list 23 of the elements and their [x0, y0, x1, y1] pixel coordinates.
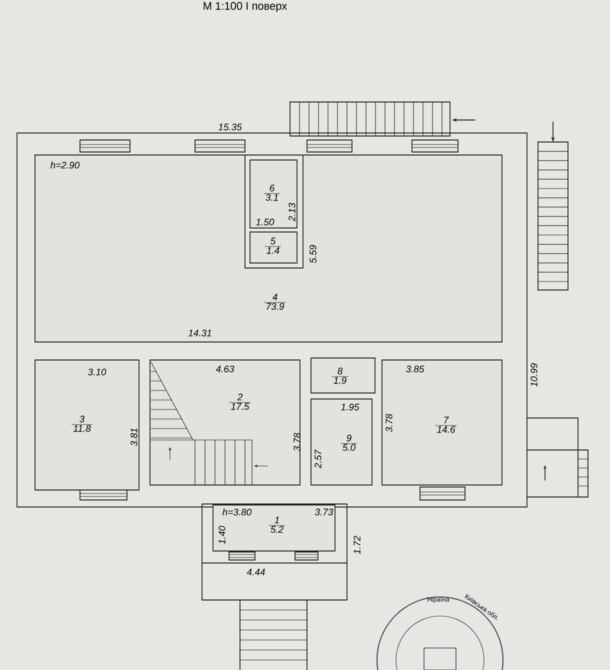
dimension-label: 1.50 [256, 218, 274, 226]
room: 5 1.4 [250, 232, 298, 264]
dimension-label: 3.10 [88, 368, 106, 376]
dimension-label: 3.78 [386, 414, 392, 432]
dimension-label: 2.57 [314, 449, 322, 468]
dimension-label: 10.99 [530, 363, 538, 387]
title: М 1:100 І поверх [204, 2, 288, 12]
dimension-label: 3.78 [294, 432, 300, 452]
dimension-label: 1.40 [218, 526, 226, 544]
room: 8 1.9 [310, 358, 376, 394]
dimension-label: 2.13 [288, 202, 296, 222]
dimension-label: 1.72 [354, 536, 360, 554]
dimension-label: 15.35 [218, 124, 242, 130]
dimension-label: 4.63 [216, 366, 234, 372]
dimension-label: 14.31 [188, 330, 212, 336]
dimension-label: 4.44 [246, 568, 265, 576]
dimension-label: 3.73 [314, 508, 334, 516]
dimension-label: 1.95 [341, 404, 360, 410]
dimension-label: h=2.90 [50, 162, 80, 168]
dimension-label: h=3.80 [222, 508, 252, 516]
dimension-label: 3.85 [406, 366, 424, 372]
dimension-label: 3.81 [130, 428, 138, 446]
dimension-label: 5.59 [310, 244, 316, 264]
